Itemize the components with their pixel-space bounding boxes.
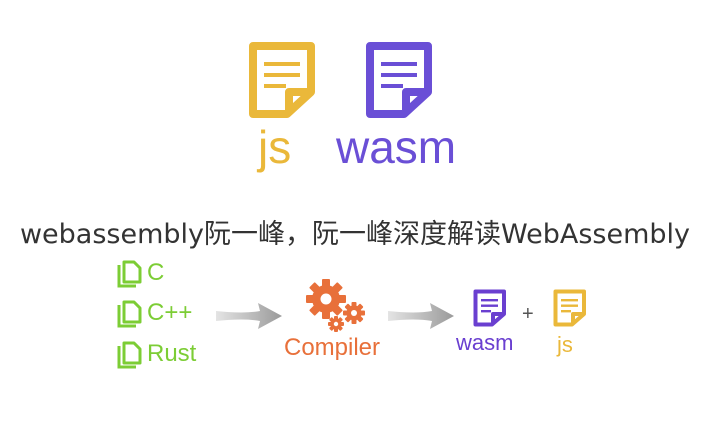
c-file-icon <box>117 260 142 288</box>
js-label: js <box>258 121 292 173</box>
headline: webassembly阮一峰，阮一峰深度解读WebAssembly <box>19 219 691 250</box>
rust-file-icon <box>117 341 142 369</box>
wasm-file-icon <box>366 42 432 118</box>
js-output-file-icon <box>553 289 586 327</box>
plus-sign: + <box>522 303 534 325</box>
compiler-label: Compiler <box>284 334 381 361</box>
language-rust-label: Rust <box>147 340 197 367</box>
arrow-icon <box>216 303 282 329</box>
arrow-icon <box>388 303 454 329</box>
wasm-output-file-icon <box>473 289 506 327</box>
gear-icon <box>306 279 365 332</box>
wasm-output-label: wasm <box>456 330 514 355</box>
js-output-label: js <box>557 332 573 357</box>
wasm-label: wasm <box>336 121 457 173</box>
js-file-icon <box>249 42 315 118</box>
language-c-label: C <box>147 259 165 286</box>
language-cpp-label: C++ <box>147 299 193 326</box>
cpp-file-icon <box>117 300 142 328</box>
